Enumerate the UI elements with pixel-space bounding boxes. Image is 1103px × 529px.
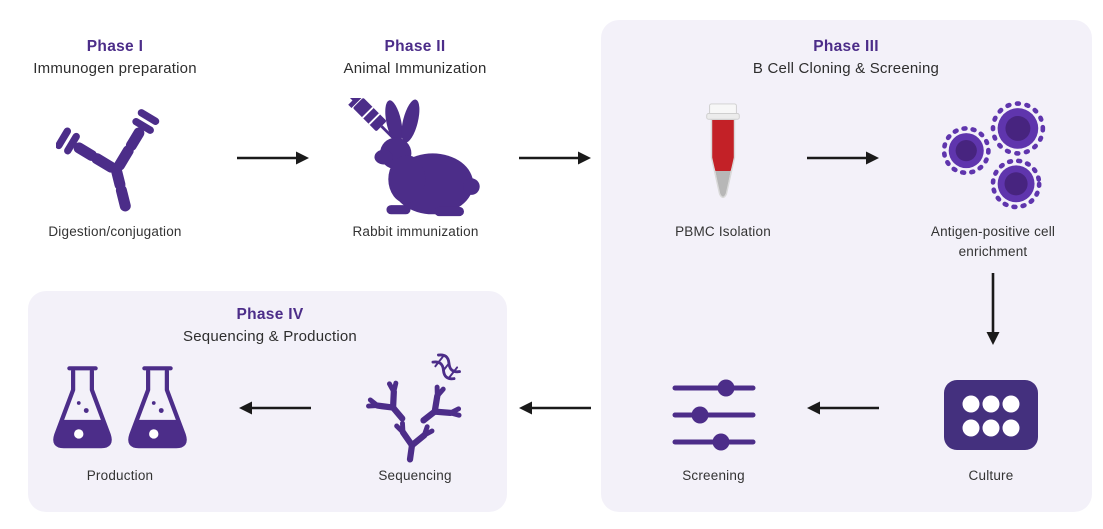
arrow-down-icon <box>986 273 1000 345</box>
arrow-left-icon <box>807 401 879 415</box>
step-label: Sequencing <box>378 468 452 483</box>
arrow-right-icon <box>237 151 309 165</box>
syringe-icon <box>345 98 394 139</box>
step-production: Production <box>40 354 200 486</box>
b-cells-icon-svg <box>941 101 1046 210</box>
step-digestion-conjugation: Digestion/conjugation <box>25 100 205 242</box>
step-label: Digestion/conjugation <box>48 224 182 239</box>
antibody-icon <box>56 100 174 222</box>
phase2-subtitle: Animal Immunization <box>343 60 487 77</box>
phase4-title: Phase IV <box>236 306 304 323</box>
blood-tube-icon <box>700 96 746 222</box>
antibody-dna-icon-svg <box>357 353 473 465</box>
step-screening: Screening <box>641 364 786 486</box>
arrow-right-icon <box>807 151 879 165</box>
rabbit-syringe-icon-svg <box>345 98 480 217</box>
antibody-icon-svg <box>56 109 160 212</box>
phase1-subtitle: Immunogen preparation <box>33 60 197 77</box>
phase3-title: Phase III <box>813 38 879 55</box>
step-label: Antigen-positive cell enrichment <box>930 224 1056 259</box>
step-label: Culture <box>968 468 1014 483</box>
step-antigen-positive-enrichment: Antigen-positive cell enrichment <box>908 94 1078 261</box>
b-cells-icon <box>933 94 1053 222</box>
step-culture: Culture <box>911 364 1071 486</box>
step-label: PBMC Isolation <box>675 224 771 239</box>
phase2-title: Phase II <box>384 38 446 55</box>
phase1-title: Phase I <box>86 38 144 55</box>
arrow-left-icon <box>239 401 311 415</box>
step-label: Production <box>86 468 154 483</box>
culture-plate-icon <box>943 364 1039 466</box>
sliders-icon-svg <box>672 379 755 451</box>
phase4-header: Phase IV Sequencing & Production <box>150 306 390 345</box>
step-rabbit-immunization: Rabbit immunization <box>318 94 513 242</box>
phase1-header: Phase I Immunogen preparation <box>15 38 215 77</box>
flasks-icon-svg <box>45 358 195 463</box>
antibody-dna-icon <box>357 348 473 466</box>
flasks-icon <box>45 354 195 466</box>
phase3-subtitle: B Cell Cloning & Screening <box>752 60 940 77</box>
rabbit-syringe-icon <box>342 94 490 222</box>
step-label: Rabbit immunization <box>352 224 479 239</box>
sliders-icon <box>671 364 757 466</box>
culture-plate-icon-svg <box>944 380 1038 450</box>
phase3-header: Phase III B Cell Cloning & Screening <box>696 38 996 77</box>
step-pbmc-isolation: PBMC Isolation <box>653 96 793 242</box>
phase2-header: Phase II Animal Immunization <box>305 38 525 77</box>
arrow-right-icon <box>519 151 591 165</box>
dna-icon <box>431 353 461 381</box>
arrow-left-icon <box>519 401 591 415</box>
blood-tube-icon-svg <box>706 102 740 198</box>
phase4-panel <box>28 291 507 512</box>
step-label: Screening <box>682 468 745 483</box>
step-sequencing: Sequencing <box>337 348 493 486</box>
phase4-subtitle: Sequencing & Production <box>183 328 357 345</box>
